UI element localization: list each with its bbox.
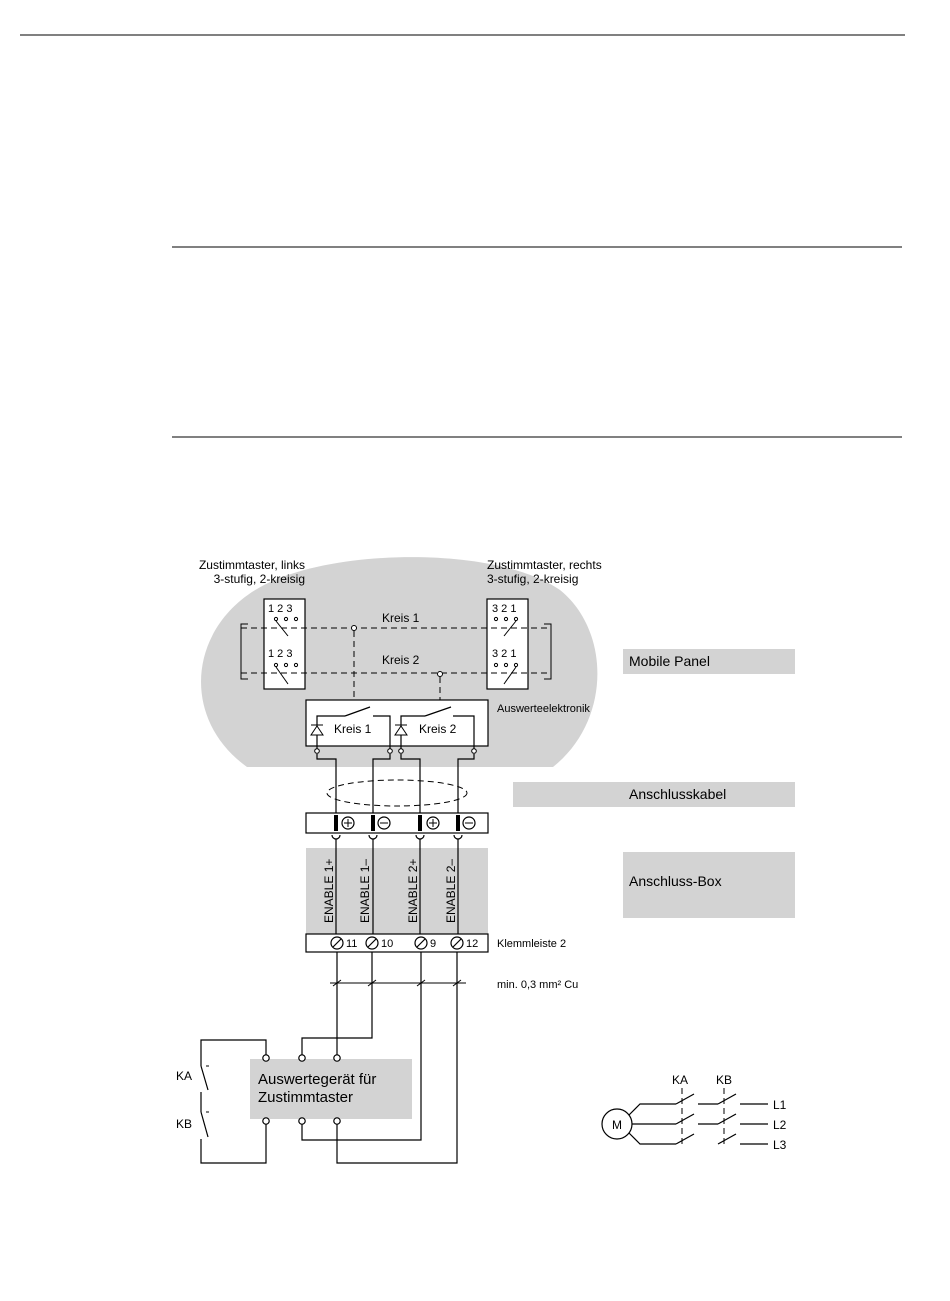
anschlusskabel-label: Anschlusskabel [629,786,726,802]
switch-left-title: Zustimmtaster, links [199,558,305,572]
terminal-strip: 11 10 9 12 [305,933,489,953]
kreis2-line-label: Kreis 2 [382,653,420,667]
l2-label: L2 [773,1118,787,1132]
ka-label: KA [176,1069,192,1083]
kb-label: KB [176,1117,192,1131]
enable-wires [335,839,459,935]
enable-1minus-label: ENABLE 1– [358,859,372,923]
bracket-left [240,623,248,680]
anschluss-box-bar [623,852,795,918]
svg-text:3 2 1: 3 2 1 [492,603,516,615]
svg-text:9: 9 [430,938,436,950]
svg-text:1 2 3: 1 2 3 [268,603,292,615]
evaluation-unit-label-2: Zustimmtaster [258,1089,353,1106]
mobile-panel-label: Mobile Panel [629,653,710,669]
field-wiring [301,952,466,1164]
motor-ka-label: KA [672,1073,688,1087]
evaluation-unit-box [250,1059,412,1119]
connector-block [305,812,489,840]
svg-text:1 2 3: 1 2 3 [268,648,292,660]
svg-text:11: 11 [346,938,357,950]
svg-text:10: 10 [381,938,393,950]
auswerteelektronik-box: Kreis 1 Kreis 2 [305,699,489,750]
enable-2plus-label: ENABLE 2+ [406,859,420,923]
switch-right-subtitle: 3-stufig, 2-kreisig [487,572,578,586]
enable-1plus-label: ENABLE 1+ [322,859,336,923]
bracket-right [544,623,552,680]
enabling-switch-left: 1 2 3 1 2 3 [263,598,306,690]
anschluss-box-label: Anschluss-Box [629,873,722,889]
cable-spec-label: min. 0,3 mm² Cu [497,979,578,991]
auswerteelektronik-label: Auswerteelektronik [497,703,590,715]
cable-wires [314,748,477,815]
l3-label: L3 [773,1138,787,1152]
kreis1-line-label: Kreis 1 [382,611,420,625]
switch-left-subtitle: 3-stufig, 2-kreisig [214,572,305,586]
enable-2minus-label: ENABLE 2– [444,859,458,923]
evaluation-unit-label-1: Auswertegerät für [258,1071,376,1088]
enabling-switch-right: 3 2 1 3 2 1 [486,598,529,690]
l1-label: L1 [773,1098,787,1112]
kreis1-box-label: Kreis 1 [334,722,372,736]
svg-text:3 2 1: 3 2 1 [492,648,516,660]
kreis2-box-label: Kreis 2 [419,722,457,736]
motor-circuit: M [601,1088,768,1146]
motor-kb-label: KB [716,1073,732,1087]
switch-right-title: Zustimmtaster, rechts [487,558,602,572]
evaluation-unit-terminals [262,1054,341,1125]
svg-text:12: 12 [466,938,478,950]
kreis1-node [351,625,357,631]
anschlusskabel-bar [513,782,795,807]
kreis2-node [437,671,443,677]
mobile-panel-bar [623,649,795,674]
klemmleiste-label: Klemmleiste 2 [497,938,566,950]
relay-contacts [200,1039,267,1164]
svg-text:M: M [612,1118,622,1132]
